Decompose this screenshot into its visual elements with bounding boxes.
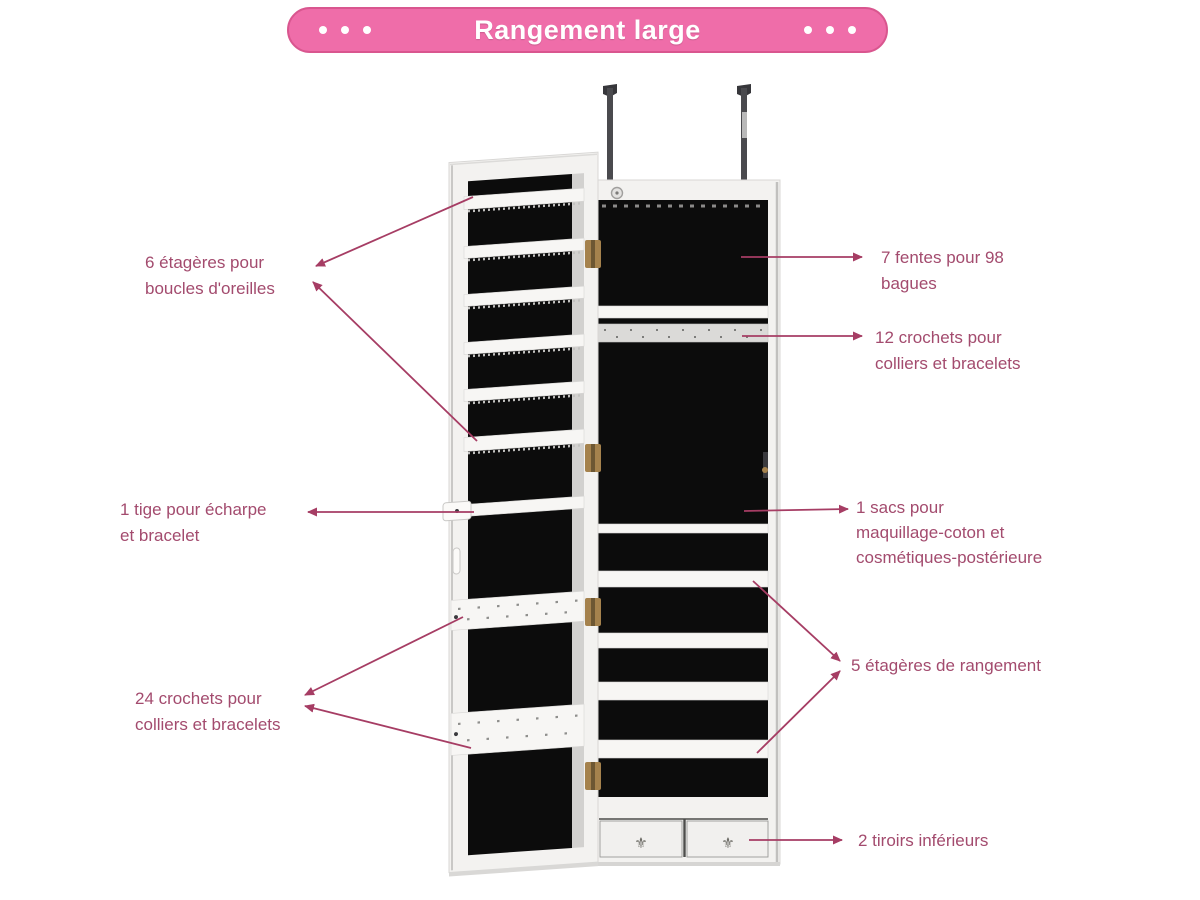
- callout-hooks-12: 12 crochets pour colliers et bracelets: [875, 328, 1021, 373]
- hinge: [585, 598, 601, 626]
- title-banner: Rangement large: [287, 7, 888, 53]
- banner-dot: [848, 26, 856, 34]
- banner-dots-right: [804, 26, 856, 34]
- hinge: [585, 240, 601, 268]
- door-hanger-left: [603, 84, 617, 182]
- drawer-right: [686, 820, 769, 858]
- hinge: [585, 762, 601, 790]
- drawer-knob-icon: ⚜: [634, 834, 647, 852]
- arrow-earring-shelves-bottom: [312, 281, 478, 442]
- callout-ring-slots: 7 fentes pour 98 bagues: [881, 248, 1004, 293]
- door-shadow: [449, 862, 598, 877]
- banner-dot: [363, 26, 371, 34]
- drawer-left: [599, 820, 683, 858]
- cabinet-body: ⚜ ⚜: [582, 179, 781, 866]
- callout-earring-shelves: 6 étagères pour boucles d'oreilles: [145, 253, 275, 298]
- door-latch: [762, 452, 768, 478]
- hinges: [585, 240, 601, 790]
- cabinet-interior-panel: [597, 200, 768, 797]
- cabinet-door: [442, 151, 599, 877]
- cabinet-shadow: [583, 862, 780, 866]
- banner-dot: [804, 26, 812, 34]
- arrow-hooks24-bottom: [304, 703, 472, 749]
- arrow-cosmetic-bag: [743, 504, 849, 514]
- callout-cosmetic-bag: 1 sacs pour maquillage-coton et cosmétiq…: [856, 498, 1043, 567]
- banner-dot: [341, 26, 349, 34]
- necklace-hook-bar: [596, 323, 769, 343]
- callout-bottom-drawers: 2 tiroirs inférieurs: [858, 831, 989, 850]
- drawer-knob-icon: ⚜: [721, 834, 734, 852]
- hook-bar-lower: [450, 703, 585, 756]
- banner-title: Rangement large: [474, 14, 701, 45]
- arrow-shelves5-bottom: [756, 670, 841, 754]
- top-screw: [610, 186, 624, 200]
- banner-dot: [319, 26, 327, 34]
- callout-scarf-rod: 1 tige pour écharpe et bracelet: [120, 500, 267, 545]
- hinge: [585, 444, 601, 472]
- callout-hooks-24: 24 crochets pour colliers et bracelets: [135, 689, 281, 734]
- door-frame-slot: [452, 547, 461, 575]
- callout-arrows: [304, 196, 863, 845]
- bottom-drawers: ⚜ ⚜: [597, 815, 769, 860]
- hook-bar-upper: [450, 590, 585, 631]
- arrow-earring-shelves-top: [315, 196, 474, 267]
- arrow-hooks24-top: [304, 616, 464, 696]
- banner-dot: [826, 26, 834, 34]
- banner-dots-left: [319, 26, 371, 34]
- earring-shelves: [463, 187, 585, 455]
- door-hanger-right: [737, 84, 751, 182]
- arrow-shelves5-top: [752, 580, 841, 662]
- callout-storage-shelves: 5 étagères de rangement: [851, 656, 1041, 675]
- storage-shelves: [596, 305, 769, 759]
